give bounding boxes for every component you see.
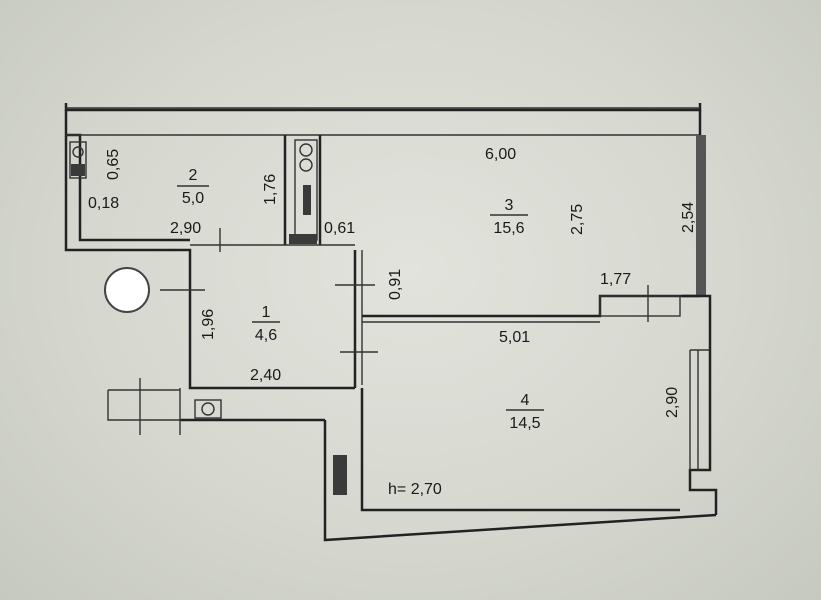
stove-burner-icon — [299, 158, 313, 172]
kitchen-radiator — [289, 234, 317, 244]
room-4-number: 4 — [521, 392, 530, 409]
room4-bottom-wall — [360, 388, 680, 512]
room-2-area: 5,0 — [182, 190, 204, 207]
top-exterior-wall — [64, 103, 702, 112]
dimension-label: 2,90 — [664, 387, 681, 418]
ceiling-height-label: h= 2,70 — [388, 481, 442, 498]
dimension-label: 1,76 — [262, 174, 279, 205]
entrance-stair — [107, 378, 180, 435]
stove-burner-icon — [299, 143, 313, 157]
dimension-label: 2,54 — [680, 202, 697, 233]
room-1-number: 1 — [262, 304, 271, 321]
room3-room4-wall — [362, 294, 700, 318]
bathroom-fixture — [69, 141, 87, 179]
room-1-area: 4,6 — [255, 327, 277, 344]
right-wall-lower — [682, 294, 718, 515]
room-3-number: 3 — [505, 197, 514, 214]
dimension-label: 6,00 — [485, 146, 516, 163]
room-4-area: 14,5 — [509, 415, 540, 432]
dimension-label: 0,61 — [324, 220, 355, 237]
meter-icon — [201, 402, 215, 416]
kitchen-sink — [303, 185, 311, 215]
dimension-label: 1,77 — [600, 271, 631, 288]
dimension-label: 0,65 — [105, 149, 122, 180]
wall-niche — [599, 295, 681, 317]
room-3-area: 15,6 — [493, 220, 524, 237]
meter-box — [194, 399, 222, 419]
room-2-number: 2 — [189, 167, 198, 184]
glare-spot — [104, 267, 150, 313]
dimension-label: 0,18 — [88, 195, 119, 212]
dimension-label: 2,75 — [569, 204, 586, 235]
left-exterior-wall — [64, 110, 355, 390]
dimension-label: 2,90 — [170, 220, 201, 237]
right-window-upper — [696, 135, 706, 295]
bottom-exterior-wall — [323, 420, 717, 542]
dimension-label: 1,96 — [200, 309, 217, 340]
hall-radiator — [333, 455, 347, 495]
dimension-label: 0,91 — [387, 269, 404, 300]
bathroom-sink — [72, 146, 84, 158]
bathroom-radiator — [71, 164, 85, 176]
dimension-label: 2,40 — [250, 367, 281, 384]
dimension-label: 5,01 — [499, 329, 530, 346]
